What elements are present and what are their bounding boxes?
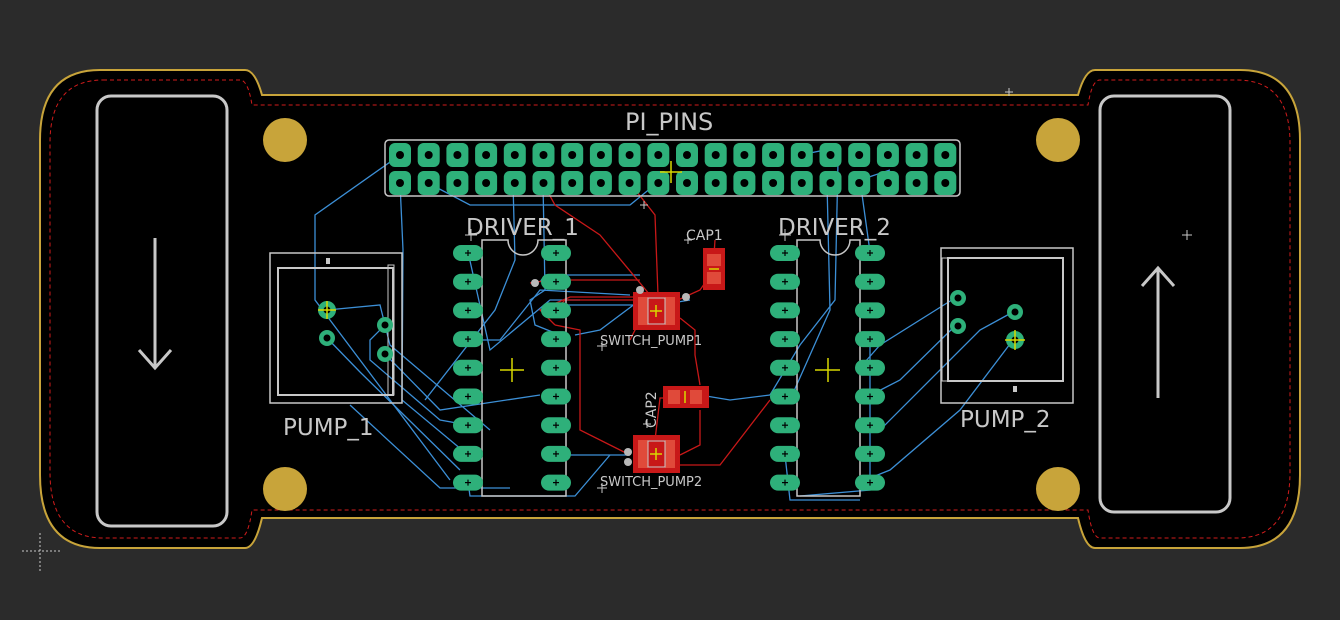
drill-hole (740, 151, 749, 159)
pi-header-pins (389, 143, 957, 195)
drill-hole (654, 179, 663, 187)
pump-1-label: PUMP_1 (283, 415, 374, 441)
drill-hole (568, 179, 577, 187)
pump-2-label: PUMP_2 (960, 407, 1051, 433)
drill-hole (424, 179, 433, 187)
driver-2-pins (770, 245, 885, 491)
via (624, 448, 632, 456)
via (624, 458, 632, 466)
drill-hole (453, 179, 462, 187)
drill-hole (740, 179, 749, 187)
driver-2-outline (796, 239, 861, 497)
drill-hole (482, 151, 491, 159)
drill-hole (711, 179, 720, 187)
cap-2 (663, 386, 709, 408)
drill-hole (941, 179, 950, 187)
drill-hole (482, 179, 491, 187)
drill-hole (855, 151, 864, 159)
pump-pads (318, 290, 1024, 362)
via (636, 286, 644, 294)
drill-hole (797, 179, 806, 187)
drill-hole (855, 179, 864, 187)
left-tab-silkscreen (95, 94, 229, 528)
pump-2-connector (940, 247, 1074, 404)
switch-pump-1 (633, 292, 680, 330)
cap-2-label: CAP2 (644, 391, 660, 428)
drill-hole (769, 179, 778, 187)
pi-header-outline (384, 139, 961, 197)
drill-hole (826, 151, 835, 159)
drill-hole (912, 179, 921, 187)
placement-markers (465, 88, 1192, 493)
pi-pins-label: PI_PINS (625, 108, 713, 136)
up-arrow-icon (1140, 265, 1176, 398)
cap-1-label: CAP1 (686, 228, 723, 244)
drill-hole (596, 179, 605, 187)
drill-hole (510, 179, 519, 187)
origin-markers (318, 161, 1025, 382)
driver-2-label: DRIVER_2 (778, 215, 891, 241)
drill-hole (568, 151, 577, 159)
drill-hole (883, 179, 892, 187)
drill-hole (453, 151, 462, 159)
crosshair-cursor-icon (22, 533, 60, 572)
drill-hole (711, 151, 720, 159)
mount-hole (263, 118, 307, 162)
keepout-outline (49, 79, 1291, 539)
driver-1-pins (453, 245, 571, 491)
drill-hole (654, 151, 663, 159)
drill-hole (396, 151, 404, 159)
drill-hole (539, 179, 548, 187)
via (531, 279, 539, 287)
drill-hole (769, 151, 778, 159)
drill-hole (625, 151, 634, 159)
switch-pump-2 (633, 435, 680, 473)
mount-hole (1036, 118, 1080, 162)
drill-hole (596, 151, 605, 159)
drill-hole (797, 151, 806, 159)
drill-hole (683, 179, 691, 187)
drill-hole (883, 151, 892, 159)
switch-pump-2-label: SWITCH_PUMP2 (600, 475, 702, 490)
via (682, 293, 690, 301)
drill-hole (539, 151, 548, 159)
drill-hole (625, 179, 634, 187)
cap-1 (703, 248, 725, 290)
driver-1-label: DRIVER_1 (466, 215, 579, 241)
drill-hole (912, 151, 921, 159)
drill-hole (396, 179, 404, 187)
drill-hole (424, 151, 433, 159)
mount-hole (1036, 467, 1080, 511)
drill-hole (826, 179, 835, 187)
switch-pump-1-label: SWITCH_PUMP1 (600, 334, 702, 349)
drill-hole (510, 151, 519, 159)
mount-hole (263, 467, 307, 511)
driver-1-outline (481, 239, 567, 497)
vias (531, 279, 690, 466)
right-tab-silkscreen (1098, 94, 1232, 514)
drill-hole (683, 151, 691, 159)
drill-hole (941, 151, 950, 159)
down-arrow-icon (137, 238, 173, 371)
